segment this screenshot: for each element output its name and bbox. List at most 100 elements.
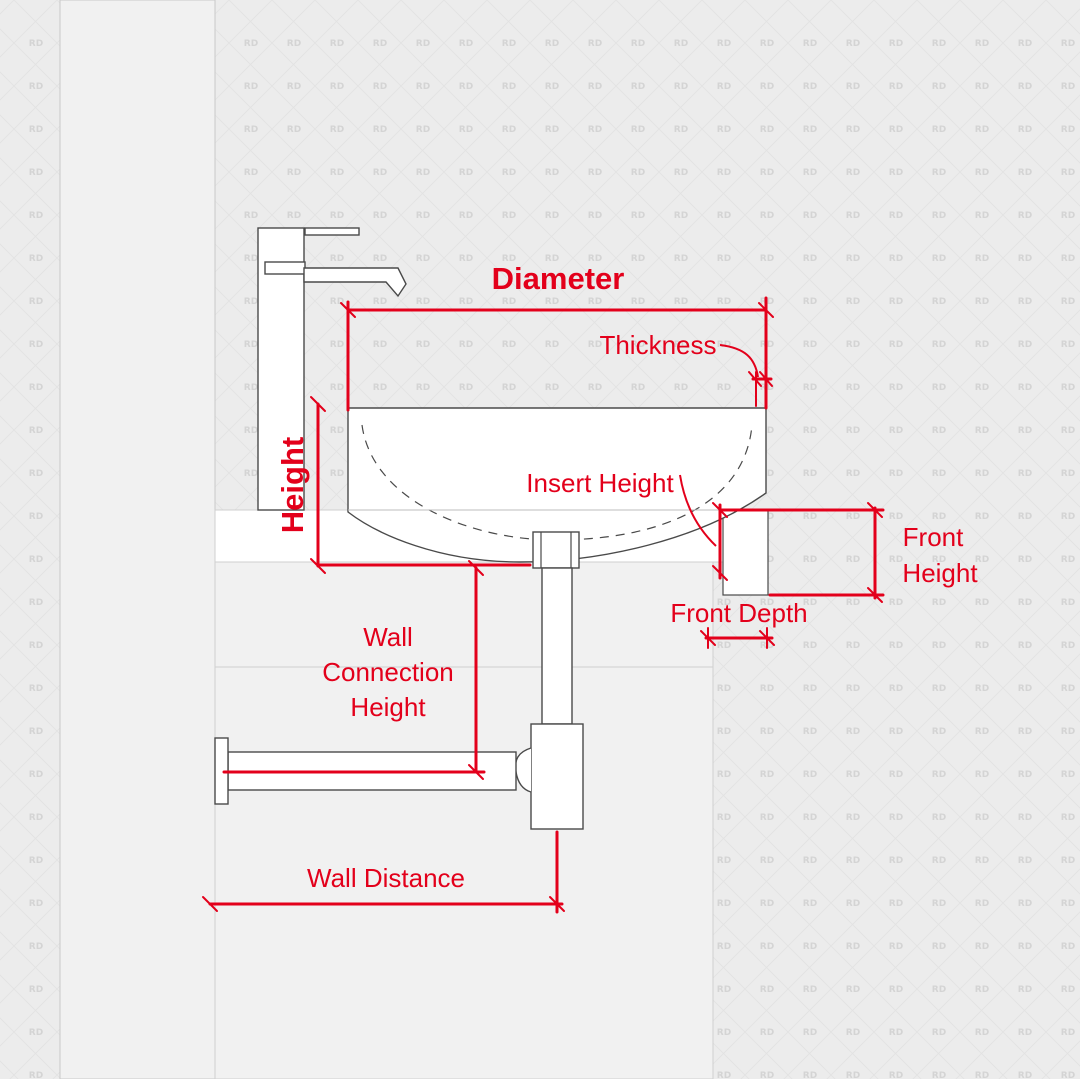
watermark-text: RD (1061, 297, 1075, 307)
watermark-text: RD (846, 254, 860, 264)
watermark-text: RD (416, 82, 430, 92)
watermark-text: RD (932, 512, 946, 522)
watermark-text: RD (717, 82, 731, 92)
watermark-text: RD (330, 297, 344, 307)
watermark-text: RD (545, 211, 559, 221)
insert-height-tick-top (712, 502, 728, 518)
watermark-text: RD (588, 168, 602, 178)
thickness-tick-left (748, 371, 762, 387)
watermark-text: RD (760, 684, 774, 694)
watermark-text: RD (1061, 426, 1075, 436)
watermark-text: RD (631, 211, 645, 221)
watermark-text: RD (29, 942, 43, 952)
wall-left-column (59, 0, 216, 1079)
height-tick-top (310, 396, 326, 412)
watermark-text: RD (674, 125, 688, 135)
watermark-text: RD (1018, 942, 1032, 952)
watermark-text: RD (889, 383, 903, 393)
watermark-text: RD (889, 899, 903, 909)
watermark-text: RD (502, 39, 516, 49)
watermark-text: RD (1018, 856, 1032, 866)
watermark-text: RD (373, 211, 387, 221)
watermark-text: RD (846, 39, 860, 49)
watermark-text: RD (760, 125, 774, 135)
front-height-label-line2: Height (902, 558, 978, 588)
faucet (257, 227, 407, 511)
watermark-text: RD (502, 125, 516, 135)
watermark-text: RD (287, 125, 301, 135)
watermark-text: RD (889, 770, 903, 780)
watermark-text: RD (674, 383, 688, 393)
watermark-text: RD (545, 82, 559, 92)
watermark-text: RD (717, 598, 731, 608)
watermark-text: RD (1018, 1028, 1032, 1038)
watermark-text: RD (1018, 125, 1032, 135)
watermark-text: RD (588, 39, 602, 49)
watermark-text: RD (502, 168, 516, 178)
watermark-text: RD (803, 297, 817, 307)
watermark-text: RD (1061, 211, 1075, 221)
watermark-text: RD (373, 125, 387, 135)
watermark-text: RD (760, 942, 774, 952)
wall-distance-tick-left (202, 896, 218, 912)
watermark-text: RD (459, 340, 473, 350)
watermark-text: RD (1061, 856, 1075, 866)
watermark-text: RD (29, 684, 43, 694)
watermark-text: RD (330, 211, 344, 221)
front-depth-label: Front Depth (670, 598, 807, 628)
watermark-text: RD (502, 383, 516, 393)
watermark-text: RD (1018, 426, 1032, 436)
watermark-text: RD (1061, 684, 1075, 694)
thickness-tick-right (759, 371, 773, 387)
watermark-text: RD (717, 168, 731, 178)
watermark-text: RD (1018, 168, 1032, 178)
watermark-text: RD (1061, 813, 1075, 823)
watermark-text: RD (975, 512, 989, 522)
front-depth-tick-left (700, 630, 716, 646)
watermark-text: RD (1061, 770, 1075, 780)
watermark-text: RD (1061, 641, 1075, 651)
watermark-text: RD (803, 985, 817, 995)
watermark-text: RD (29, 297, 43, 307)
watermark-text: RD (717, 211, 731, 221)
watermark-text: RD (287, 82, 301, 92)
front-depth-tick-right (759, 630, 775, 646)
watermark-text: RD (545, 297, 559, 307)
watermark-text: RD (975, 899, 989, 909)
watermark-text: RD (889, 512, 903, 522)
watermark-text: RD (846, 512, 860, 522)
watermark-text: RD (330, 469, 344, 479)
watermark-text: RD (760, 39, 774, 49)
watermark-text: RD (889, 1071, 903, 1079)
watermark-text: RD (29, 39, 43, 49)
watermark-text: RD (244, 426, 258, 436)
watermark-text: RD (803, 39, 817, 49)
watermark-text: RD (975, 168, 989, 178)
watermark-text: RD (889, 469, 903, 479)
watermark-text: RD (29, 899, 43, 909)
watermark-text: RD (803, 1028, 817, 1038)
diameter-tick-right (758, 302, 774, 318)
watermark-text: RD (287, 168, 301, 178)
watermark-text: RD (330, 125, 344, 135)
wall-distance-label: Wall Distance (307, 863, 465, 893)
watermark-text: RD (846, 1028, 860, 1038)
watermark-text: RD (29, 1028, 43, 1038)
watermark-text: RD (889, 297, 903, 307)
watermark-text: RD (846, 684, 860, 694)
watermark-text: RD (416, 297, 430, 307)
watermark-text: RD (1061, 899, 1075, 909)
watermark-text: RD (244, 297, 258, 307)
watermark-text: RD (545, 340, 559, 350)
watermark-text: RD (674, 340, 688, 350)
watermark-text: RD (889, 727, 903, 737)
watermark-text: RD (1018, 211, 1032, 221)
drain-body (532, 531, 580, 569)
watermark-text: RD (932, 1071, 946, 1079)
watermark-text: RD (846, 211, 860, 221)
watermark-text: RD (803, 82, 817, 92)
watermark-text: RD (545, 254, 559, 264)
watermark-text: RD (803, 125, 817, 135)
watermark-text: RD (330, 383, 344, 393)
